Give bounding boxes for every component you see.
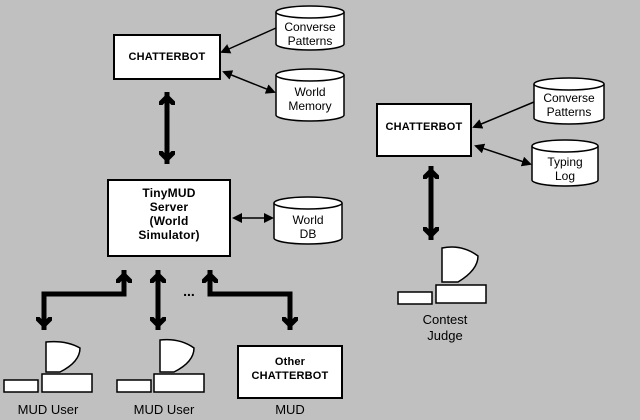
world-db-cylinder: [273, 196, 343, 245]
chatterbot-main-box: [113, 34, 221, 80]
terminal-mud-user-2: [116, 338, 205, 393]
terminal-mud-user-1: [3, 340, 93, 393]
typing-log-label: Typing Log: [547, 155, 583, 183]
arrow-patterns-to-contest-chatterbot: [472, 101, 535, 129]
converse-patterns-contest-label: Converse Patterns: [543, 91, 595, 119]
ellipsis-label: ...: [183, 283, 195, 299]
world-db-label: World DB: [292, 213, 324, 241]
chatterbot-contest-label: CHATTERBOT: [385, 121, 463, 133]
arrow-server-mud-user-1: [44, 270, 124, 330]
contest-judge-caption: Contest Judge: [422, 312, 468, 343]
arrow-server-other-chatterbot: [210, 270, 290, 330]
arrow-chatterbot-world-memory: [222, 70, 276, 94]
typing-log-cylinder: [531, 139, 599, 187]
mud-user-1-caption: MUD User: [17, 402, 79, 417]
tinymud-server-box: [107, 179, 231, 257]
chatterbot-contest-box: [376, 103, 472, 157]
world-memory-label: World Memory: [288, 85, 332, 113]
chatterbot-main-label: CHATTERBOT: [128, 51, 206, 63]
arrow-patterns-to-chatterbot: [220, 27, 277, 54]
other-chatterbot-box: [237, 345, 343, 399]
converse-patterns-main-label: Converse Patterns: [284, 20, 336, 48]
other-chatterbot-label: Other CHATTERBOT: [251, 356, 329, 382]
mud-user-2-caption: MUD User: [133, 402, 195, 417]
converse-patterns-contest-cylinder: [533, 77, 605, 125]
arrow-contest-chatterbot-typing-log: [474, 143, 532, 167]
terminal-contest-judge: [397, 246, 487, 305]
mud-caption: MUD: [275, 402, 305, 417]
tinymud-server-label: TinyMUD Server (World Simulator): [138, 186, 200, 242]
world-memory-cylinder: [275, 68, 345, 122]
converse-patterns-main-cylinder: [275, 5, 345, 51]
